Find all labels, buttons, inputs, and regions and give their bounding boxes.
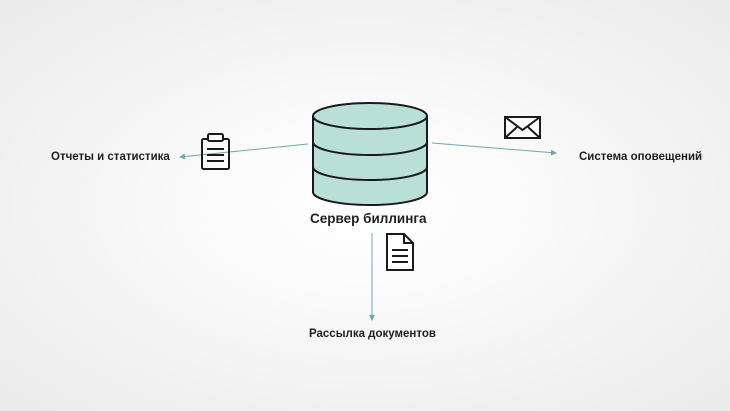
database-icon (312, 102, 428, 206)
clipboard-icon (201, 133, 230, 170)
center-label-server: Сервер биллинга (310, 211, 427, 226)
envelope-icon (504, 116, 541, 139)
document-icon (386, 233, 414, 271)
node-label-notify: Система оповещений (579, 151, 703, 163)
connector-to-reports (179, 143, 309, 160)
node-label-docs: Рассылка документов (309, 328, 436, 340)
node-label-reports: Отчеты и статистика (51, 151, 170, 163)
connector-to-notify (431, 142, 557, 156)
